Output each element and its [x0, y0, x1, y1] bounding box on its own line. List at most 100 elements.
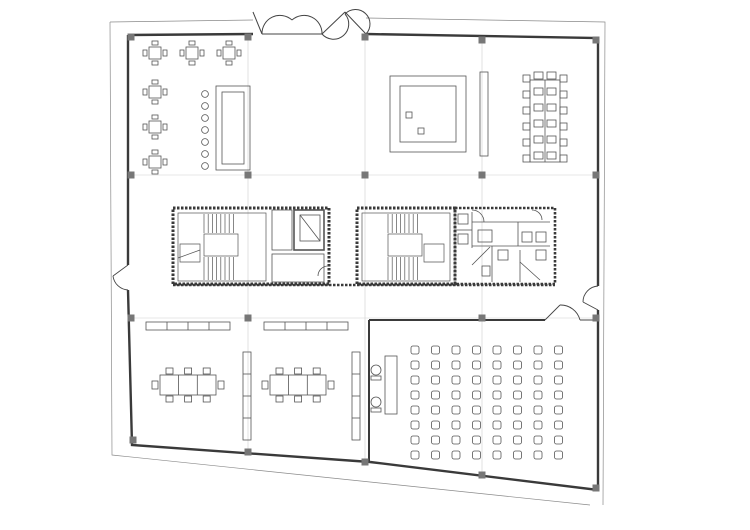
auditorium-chair: [431, 420, 440, 430]
column: [361, 171, 369, 179]
auditorium-chair: [451, 360, 461, 370]
side-door-left: [112, 264, 129, 291]
seminar-chair: [559, 90, 568, 99]
auditorium-chair: [533, 360, 543, 370]
auditorium-chair: [554, 405, 563, 415]
seminar-chair: [559, 74, 568, 83]
seminar-chair: [522, 74, 531, 83]
auditorium-chair: [472, 345, 481, 355]
auditorium-chair: [472, 390, 481, 400]
auditorium-chair: [431, 375, 440, 385]
seminar-chair: [522, 106, 531, 115]
cafe-table-set: [216, 40, 242, 66]
auditorium-chair: [513, 345, 522, 355]
column: [592, 314, 600, 322]
display-platform: [389, 75, 467, 153]
seminar-chair: [533, 103, 544, 112]
column: [478, 171, 486, 179]
core-right: [355, 206, 557, 286]
auditorium-chair: [513, 450, 522, 460]
auditorium-chair: [472, 420, 481, 430]
seminar-chair: [533, 119, 544, 128]
column: [127, 314, 135, 322]
seminar-chairs: [522, 71, 568, 163]
side-door-right: [582, 285, 599, 311]
bar-stool: [201, 90, 209, 98]
auditorium-chair: [492, 450, 502, 460]
auditorium-chair: [492, 360, 502, 370]
seminar-chair: [533, 135, 544, 144]
seminar-table: [529, 79, 561, 163]
auditorium-chairs: [410, 345, 563, 460]
column: [244, 314, 252, 322]
auditorium-chair: [513, 435, 522, 445]
column: [592, 36, 600, 44]
bar-stool: [201, 126, 209, 134]
column: [478, 36, 486, 44]
auditorium-chair: [513, 405, 522, 415]
auditorium-chair: [533, 420, 543, 430]
auditorium-chair: [451, 345, 461, 355]
auditorium-chair: [472, 360, 481, 370]
auditorium-chair: [410, 375, 420, 385]
cafe-tables: [142, 40, 242, 175]
auditorium-chair: [410, 405, 420, 415]
stairwell-right: [361, 212, 451, 282]
seminar-chair: [559, 106, 568, 115]
auditorium-chair: [451, 375, 461, 385]
auditorium-chair: [533, 390, 543, 400]
auditorium-chair: [554, 360, 563, 370]
seminar-chair: [546, 71, 557, 80]
bar-stool: [201, 114, 209, 122]
seminar-chair: [522, 122, 531, 131]
structural-columns: [127, 33, 600, 492]
auditorium-chair: [533, 345, 543, 355]
auditorium-chair: [410, 435, 420, 445]
column: [361, 458, 369, 466]
cafe-table-set: [179, 40, 205, 66]
auditorium-chair: [451, 450, 461, 460]
column: [127, 171, 135, 179]
auditorium-chair: [472, 450, 481, 460]
core-left: [171, 206, 331, 286]
auditorium-chair: [554, 345, 563, 355]
auditorium-chair: [431, 435, 440, 445]
cafe-table-set: [142, 149, 168, 175]
structural-grid: [130, 36, 598, 475]
seminar-chair: [533, 71, 544, 80]
column: [244, 33, 252, 41]
auditorium-chair: [410, 360, 420, 370]
seminar-chair: [559, 122, 568, 131]
auditorium-chair: [472, 405, 481, 415]
column: [244, 448, 252, 456]
column: [127, 33, 135, 41]
auditorium-chair: [472, 375, 481, 385]
auditorium-chair: [410, 345, 420, 355]
auditorium-chair: [492, 435, 502, 445]
auditorium-chair: [410, 420, 420, 430]
bar-stool: [201, 138, 209, 146]
auditorium-chair: [554, 375, 563, 385]
cafe-table-set: [142, 114, 168, 140]
seminar-chair: [522, 138, 531, 147]
meeting-tables: [151, 367, 335, 403]
auditorium-chair: [513, 360, 522, 370]
auditorium-chair: [554, 450, 563, 460]
seminar-chair: [559, 138, 568, 147]
auditorium-chair: [554, 435, 563, 445]
outer-outline: [109, 17, 606, 506]
auditorium-chair: [533, 375, 543, 385]
auditorium-chair: [451, 390, 461, 400]
auditorium-chair: [492, 375, 502, 385]
auditorium-chair: [554, 420, 563, 430]
auditorium-chair: [492, 420, 502, 430]
auditorium-chair: [513, 420, 522, 430]
bar-stool: [201, 162, 209, 170]
auditorium-chair: [533, 435, 543, 445]
bar-stools: [201, 90, 209, 170]
column: [361, 33, 369, 41]
column: [592, 484, 600, 492]
auditorium-chair: [410, 390, 420, 400]
stairwell-left: [177, 212, 267, 282]
lecture-desk: [370, 355, 398, 415]
